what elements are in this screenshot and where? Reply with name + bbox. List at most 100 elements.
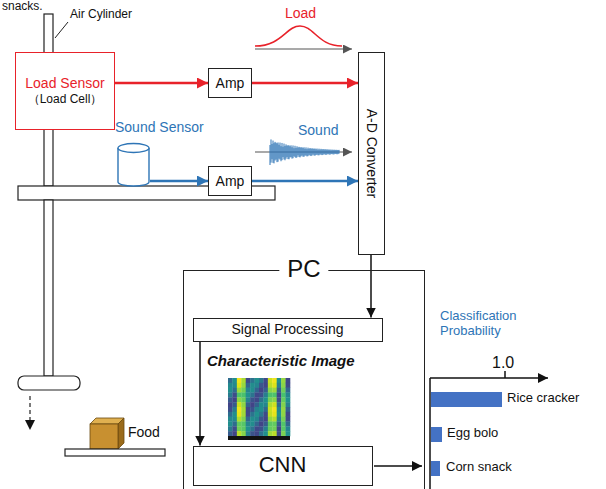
waveform-stroke: [316, 149, 317, 155]
image-pixel: [237, 397, 242, 402]
waveform-stroke: [281, 146, 282, 161]
node-label: Signal Processing: [231, 321, 343, 338]
waveform-stroke: [336, 150, 337, 154]
image-pixel: [250, 378, 255, 383]
image-pixel: [277, 388, 282, 393]
image-pixel: [250, 426, 255, 431]
signal-arrow: [199, 342, 201, 446]
waveform-stroke: [329, 150, 330, 155]
waveform-stroke: [325, 149, 326, 154]
image-pixel: [250, 412, 255, 417]
waveform-stroke: [276, 143, 277, 160]
node-label: Load Sensor: [25, 75, 104, 92]
image-pixel: [263, 431, 268, 436]
image-pixel: [281, 431, 286, 436]
waveform-stroke: [288, 145, 289, 159]
image-pixel: [277, 393, 282, 398]
waveform-stroke: [308, 148, 309, 156]
image-pixel: [259, 426, 264, 431]
image-pixel: [263, 378, 268, 383]
axis-title: Classification Probability: [440, 309, 544, 339]
image-pixel: [263, 393, 268, 398]
process-box: CNN: [193, 446, 373, 486]
signal-arrow: [370, 255, 372, 318]
node-label: A-D Converter: [363, 109, 380, 198]
image-pixel: [255, 383, 260, 388]
waveform-stroke: [338, 150, 339, 154]
image-strip: [228, 436, 290, 440]
class-name: Corn snack: [446, 460, 512, 475]
image-pixel: [272, 383, 277, 388]
image-pixel: [268, 402, 273, 407]
image-pixel: [259, 407, 264, 412]
image-pixel: [277, 378, 282, 383]
image-pixel: [228, 412, 233, 417]
image-pixel: [232, 431, 237, 436]
waveform-stroke: [315, 148, 316, 155]
waveform-stroke: [319, 149, 320, 156]
food-front: [90, 424, 118, 449]
image-pixel: [263, 402, 268, 407]
image-pixel: [272, 388, 277, 393]
image-pixel: [232, 388, 237, 393]
image-pixel: [268, 388, 273, 393]
image-pixel: [246, 431, 251, 436]
waveform-stroke: [280, 143, 281, 160]
image-pixel: [263, 417, 268, 422]
image-pixel: [255, 397, 260, 402]
waveform-stroke: [270, 145, 271, 165]
image-pixel: [241, 412, 246, 417]
image-pixel: [255, 407, 260, 412]
image-pixel: [237, 407, 242, 412]
node-label: Amp: [216, 75, 245, 92]
image-pixel: [286, 378, 291, 383]
image-pixel: [232, 417, 237, 422]
converter-box: A-D Converter: [358, 52, 385, 255]
image-pixel: [286, 397, 291, 402]
image-pixel: [272, 417, 277, 422]
waveform-stroke: [306, 147, 307, 155]
waveform-stroke: [283, 147, 284, 157]
image-pixel: [250, 397, 255, 402]
image-pixel: [281, 417, 286, 422]
image-pixel: [250, 402, 255, 407]
image-pixel: [232, 402, 237, 407]
image-pixel: [241, 426, 246, 431]
probability-bar: [431, 461, 440, 476]
waveform-stroke: [337, 150, 338, 154]
image-pixel: [259, 422, 264, 427]
image-pixel: [228, 426, 233, 431]
image-pixel: [237, 422, 242, 427]
image-pixel: [268, 426, 273, 431]
image-pixel: [268, 393, 273, 398]
waveform-stroke: [294, 148, 295, 156]
image-pixel: [277, 422, 282, 427]
image-pixel: [246, 417, 251, 422]
chart-axis: [430, 377, 548, 379]
waveform-stroke: [324, 149, 325, 154]
waveform-stroke: [318, 150, 319, 156]
waveform-stroke: [295, 146, 296, 157]
image-pixel: [281, 412, 286, 417]
cylinder-top: [118, 144, 149, 153]
waveform-stroke: [303, 148, 304, 157]
image-pixel: [286, 407, 291, 412]
image-pixel: [272, 422, 277, 427]
probability-bar: [431, 392, 502, 407]
image-pixel: [246, 422, 251, 427]
image-pixel: [259, 383, 264, 388]
waveform-stroke: [298, 148, 299, 156]
image-pixel: [232, 393, 237, 398]
image-pixel: [281, 378, 286, 383]
sound-waveform: [270, 139, 339, 165]
signal-arrow: [252, 82, 358, 85]
image-pixel: [241, 417, 246, 422]
waveform-stroke: [287, 146, 288, 157]
waveform-stroke: [321, 149, 322, 155]
image-pixel: [255, 422, 260, 427]
waveform-stroke: [300, 147, 301, 157]
image-pixel: [228, 397, 233, 402]
cylinder-outline: [117, 142, 150, 186]
image-pixel: [246, 378, 251, 383]
image-pixel: [263, 388, 268, 393]
